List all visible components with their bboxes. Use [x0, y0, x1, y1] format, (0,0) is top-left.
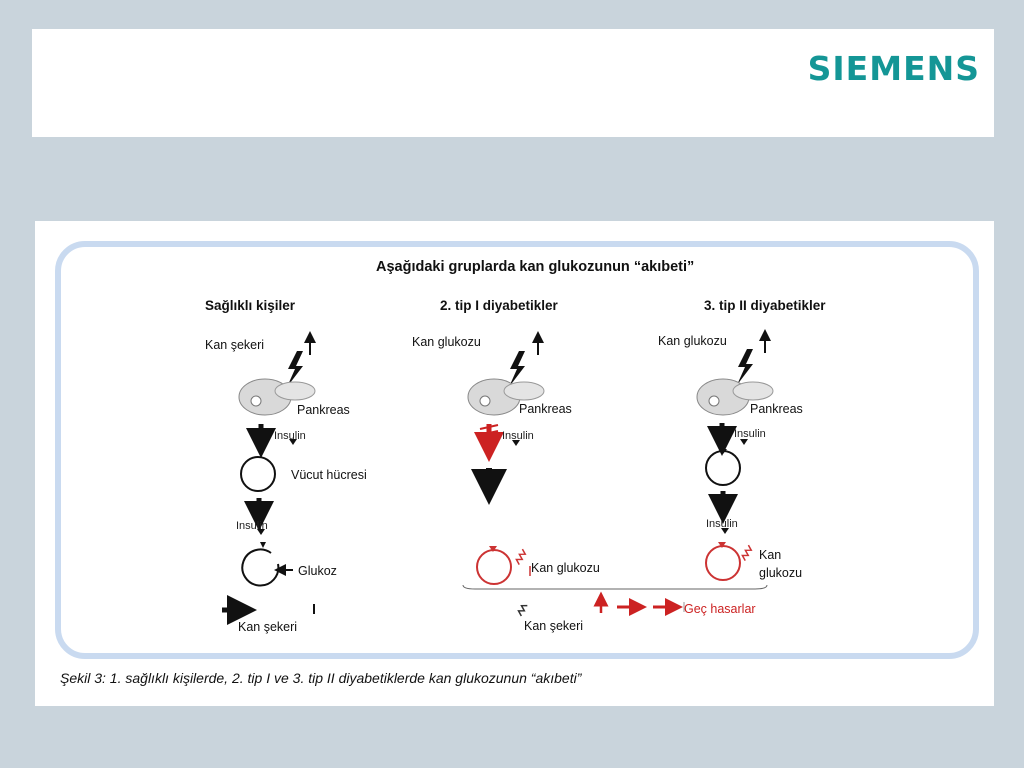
diagram-frame [55, 241, 979, 659]
label-insulin: Insulin [734, 428, 766, 440]
label-pancreas: Pankreas [297, 403, 350, 417]
red-cell-icon [705, 545, 741, 581]
pancreas-icon [238, 378, 316, 416]
grouping-bracket [462, 584, 768, 590]
body-cell-icon [705, 450, 741, 486]
insulin-marker-icon [721, 528, 729, 534]
siemens-logo: SIEMENS [807, 49, 980, 88]
body-cell-icon [240, 456, 276, 492]
header-type2: 3. tip II diyabetikler [704, 298, 826, 313]
label-blood-glucose: Kan glukozu [531, 561, 600, 575]
label-blood-glucose: Kan glukozu [412, 335, 481, 349]
label-body-cell: Vücut hücresi [291, 468, 367, 482]
label-blood-glucose-line1: Kan [759, 548, 782, 562]
label-insulin: Insulin [274, 430, 306, 442]
label-insulin: Insulin [236, 520, 268, 532]
label-blood-glucose: Kan glukozu [658, 334, 727, 348]
insulin-marker-icon [740, 439, 748, 445]
diagram-title: Aşağıdaki gruplarda kan glukozunun “akıb… [376, 259, 695, 275]
red-cell-icon [476, 549, 512, 585]
pancreas-icon [696, 378, 774, 416]
header-healthy: Sağlıklı kişiler [205, 298, 296, 313]
diagram-graphics [222, 329, 774, 625]
label-insulin: Insulin [706, 518, 738, 530]
slide-content: Aşağıdaki gruplarda kan glukozunun “akıb… [35, 221, 994, 706]
label-pancreas: Pankreas [750, 402, 803, 416]
insulin-marker-icon [512, 440, 520, 446]
open-cell-icon [241, 548, 280, 587]
label-late-damage: Geç hasarlar [684, 602, 756, 616]
pancreas-icon [467, 378, 545, 416]
label-blood-glucose-line2: glukozu [759, 566, 803, 580]
label-blood-sugar: Kan şekeri [238, 620, 298, 634]
header-bar: SIEMENS [32, 29, 994, 137]
glucose-squiggle-icon [741, 544, 753, 561]
label-glucose: Glukoz [298, 564, 337, 578]
glucose-squiggle-icon [515, 548, 527, 565]
lightning-icon [737, 349, 753, 385]
squiggle-icon [517, 604, 528, 617]
insulin-marker-icon [257, 529, 265, 535]
label-insulin: Insulin [502, 430, 534, 442]
label-blood-sugar: Kan şekeri [205, 338, 265, 352]
header-type1: 2. tip I diyabetikler [440, 298, 558, 313]
figure-caption: Şekil 3: 1. sağlıklı kişilerde, 2. tip I… [60, 670, 582, 686]
insulin-marker-icon [260, 542, 266, 548]
insulin-marker-icon [289, 439, 297, 445]
lightning-icon [287, 351, 303, 387]
label-pancreas: Pankreas [519, 402, 572, 416]
label-blood-sugar: Kan şekeri [524, 619, 584, 633]
lightning-icon [509, 351, 525, 387]
